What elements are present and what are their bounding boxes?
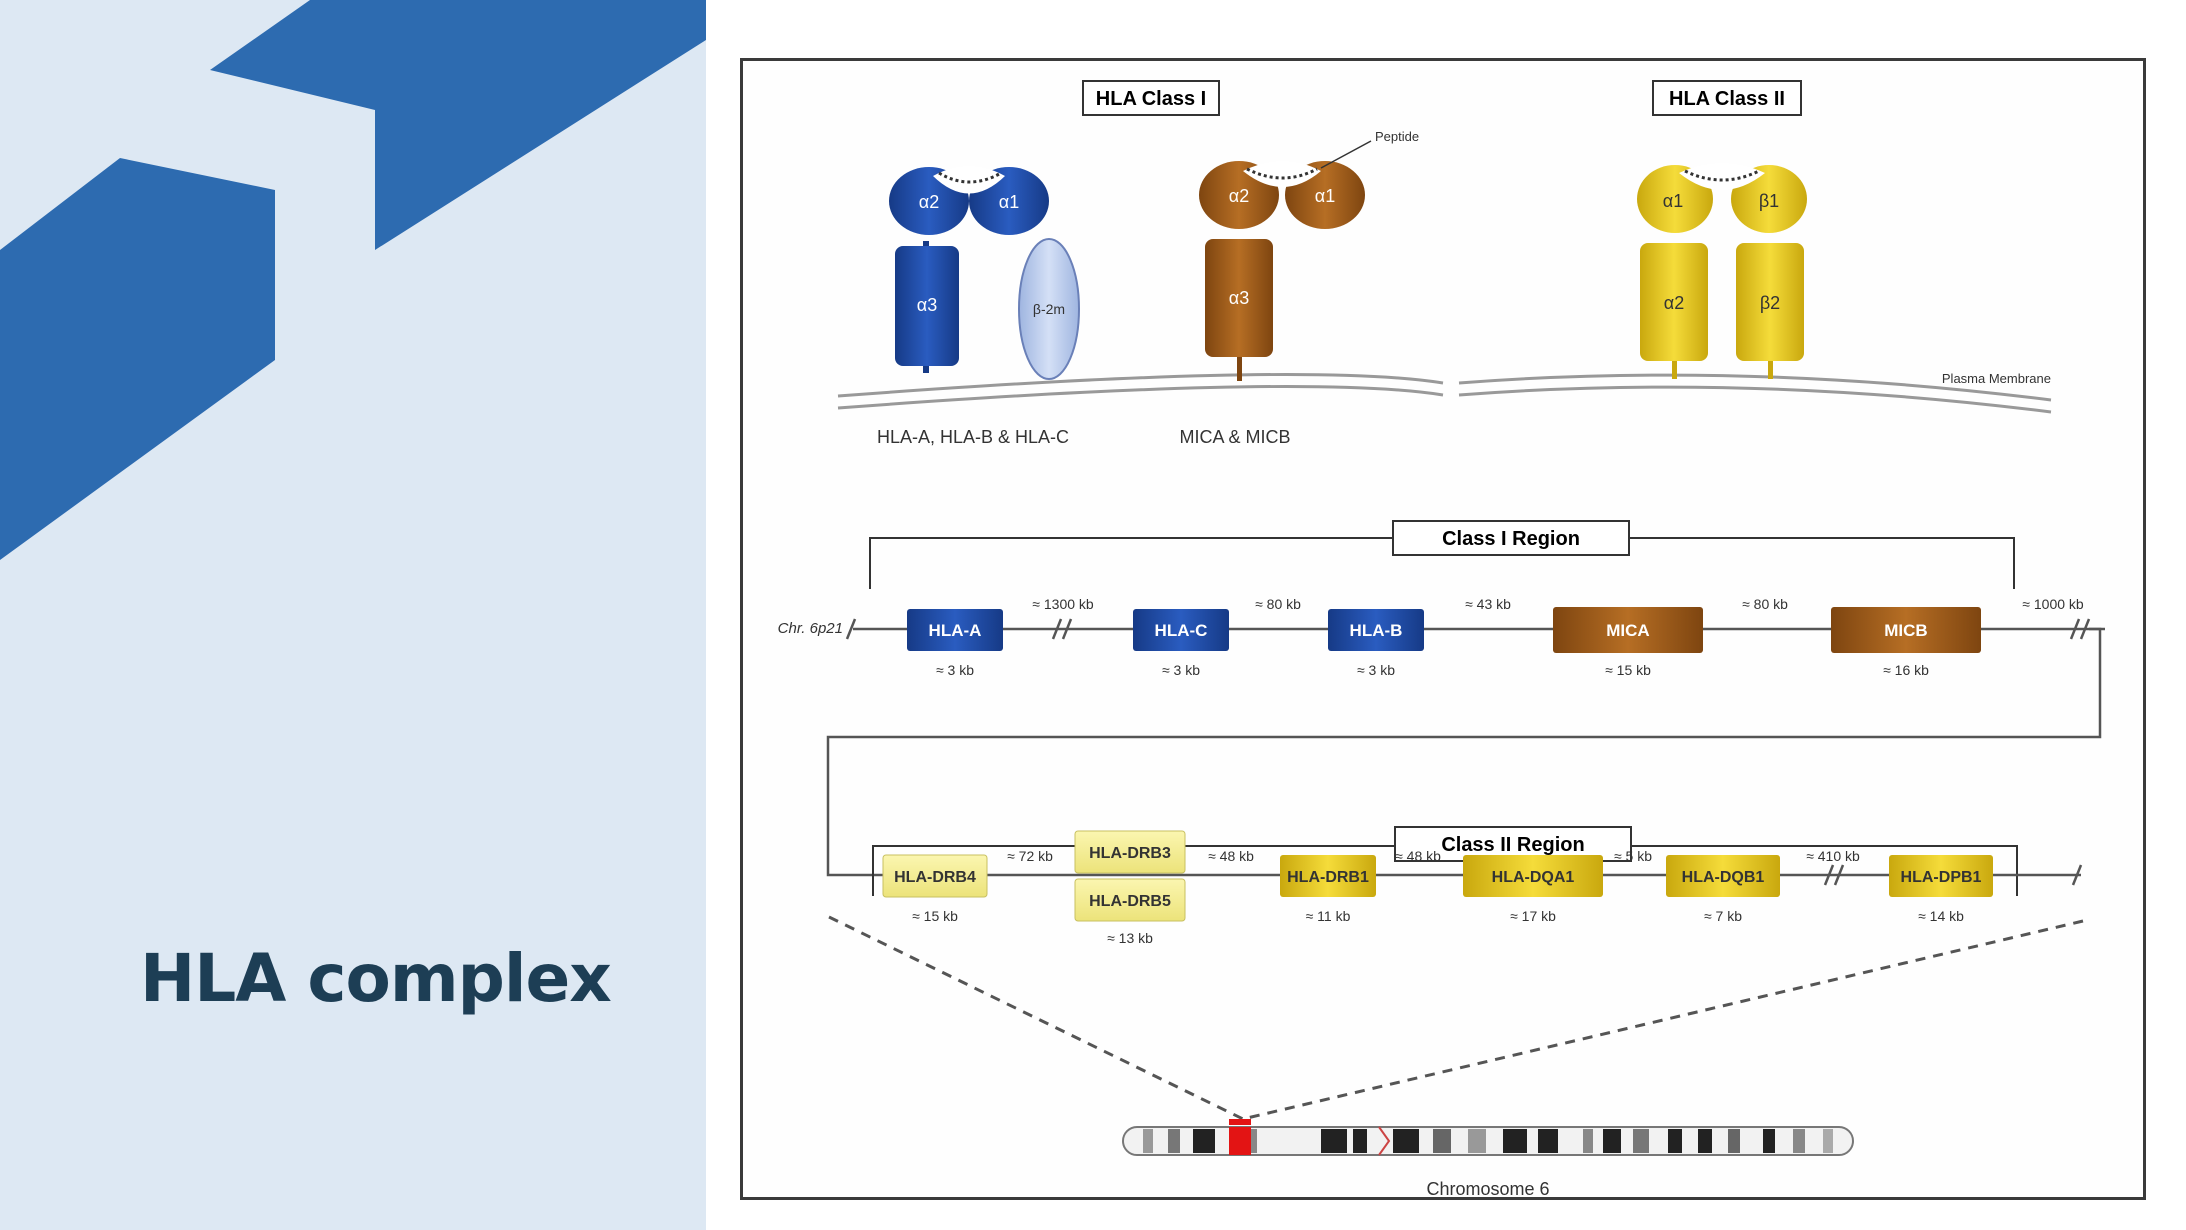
svg-text:≈ 1000 kb: ≈ 1000 kb xyxy=(2022,596,2084,612)
plasma-membrane xyxy=(837,373,2052,414)
svg-text:≈ 3 kb: ≈ 3 kb xyxy=(1357,662,1395,678)
class2-molecule: α1 β1 α2 β2 xyxy=(1637,163,1807,379)
alpha2-label: α2 xyxy=(919,192,939,212)
class2-header-text: HLA Class II xyxy=(1669,88,1785,110)
svg-text:≈ 1300 kb: ≈ 1300 kb xyxy=(1032,596,1094,612)
svg-text:≈ 72 kb: ≈ 72 kb xyxy=(1007,848,1053,864)
mic-alpha3-domain xyxy=(1205,239,1273,357)
svg-text:≈ 15 kb: ≈ 15 kb xyxy=(912,908,958,924)
svg-text:≈ 11 kb: ≈ 11 kb xyxy=(1306,908,1351,924)
svg-text:HLA-DPB1: HLA-DPB1 xyxy=(1901,869,1982,886)
alpha1-label: α1 xyxy=(999,192,1019,212)
alpha3-domain xyxy=(895,246,959,366)
class2-region-label: Class II Region xyxy=(1441,834,1584,856)
class2-beta2-label: β2 xyxy=(1760,293,1780,313)
gene-hla-drb4: HLA-DRB4 ≈ 15 kb xyxy=(882,854,988,924)
svg-text:≈ 48 kb: ≈ 48 kb xyxy=(1395,848,1441,864)
svg-text:HLA-DRB4: HLA-DRB4 xyxy=(894,869,976,886)
svg-text:HLA-B: HLA-B xyxy=(1350,621,1403,640)
svg-text:≈ 13 kb: ≈ 13 kb xyxy=(1107,930,1153,946)
chr-label: Chr. 6p21 xyxy=(778,620,843,637)
mic-molecule: α2 α1 α3 xyxy=(1199,140,1372,381)
svg-text:≈ 17 kb: ≈ 17 kb xyxy=(1510,908,1556,924)
mic-alpha3-label: α3 xyxy=(1229,288,1249,308)
mic-alpha1-label: α1 xyxy=(1315,186,1335,206)
svg-text:HLA-A: HLA-A xyxy=(929,621,982,640)
svg-text:≈ 3 kb: ≈ 3 kb xyxy=(936,662,974,678)
class2-genes: HLA-DRB4 ≈ 15 kb HLA-DRB3 HLA-DRB5 ≈ 13 … xyxy=(882,830,1993,946)
gene-hla-b: HLA-B ≈ 3 kb xyxy=(1328,609,1424,678)
alpha3-label: α3 xyxy=(917,295,937,315)
gene-hla-dqa1: HLA-DQA1 ≈ 17 kb xyxy=(1463,855,1603,924)
class1-genes: HLA-A ≈ 3 kb HLA-C ≈ 3 kb HLA-B ≈ 3 kb M… xyxy=(907,607,1981,678)
svg-text:HLA-DQB1: HLA-DQB1 xyxy=(1682,869,1765,886)
class1-region-bracket: Class I Region xyxy=(869,520,2015,589)
b2m-domain xyxy=(1018,238,1080,380)
hla-abc-molecule: α2 α1 α3 β-2m xyxy=(889,166,1080,380)
svg-text:≈ 80 kb: ≈ 80 kb xyxy=(1255,596,1301,612)
decorative-arrow-shapes xyxy=(0,0,706,560)
mic-alpha2-label: α2 xyxy=(1229,186,1249,206)
class2-beta1-label: β1 xyxy=(1759,191,1779,211)
hla-abc-caption: HLA-A, HLA-B & HLA-C xyxy=(877,427,1069,447)
class2-distances: ≈ 72 kb ≈ 48 kb ≈ 48 kb ≈ 5 kb ≈ 410 kb xyxy=(1007,848,1860,864)
svg-text:≈ 410 kb: ≈ 410 kb xyxy=(1806,848,1860,864)
class1-header-text: HLA Class I xyxy=(1096,88,1206,110)
svg-text:≈ 80 kb: ≈ 80 kb xyxy=(1742,596,1788,612)
svg-text:≈ 15 kb: ≈ 15 kb xyxy=(1605,662,1651,678)
left-panel: HLA complex xyxy=(0,0,706,1230)
svg-text:≈ 7 kb: ≈ 7 kb xyxy=(1704,908,1742,924)
svg-text:MICA: MICA xyxy=(1606,621,1649,640)
svg-text:≈ 48 kb: ≈ 48 kb xyxy=(1208,848,1254,864)
class1-distances: ≈ 1300 kb ≈ 80 kb ≈ 43 kb ≈ 80 kb ≈ 1000… xyxy=(1032,596,2084,612)
svg-text:MICB: MICB xyxy=(1884,621,1927,640)
svg-text:HLA-DRB1: HLA-DRB1 xyxy=(1287,869,1369,886)
gene-hla-drb1: HLA-DRB1 ≈ 11 kb xyxy=(1280,855,1376,924)
svg-text:≈ 43 kb: ≈ 43 kb xyxy=(1465,596,1511,612)
class1-region-label: Class I Region xyxy=(1442,528,1580,550)
class2-alpha1-label: α1 xyxy=(1663,191,1683,211)
svg-text:≈ 5 kb: ≈ 5 kb xyxy=(1614,848,1652,864)
decor-shape-upper xyxy=(210,0,706,250)
gene-hla-drb3: HLA-DRB3 xyxy=(1074,830,1186,874)
gene-hla-drb5: HLA-DRB5 ≈ 13 kb xyxy=(1074,878,1186,946)
svg-text:HLA-DRB3: HLA-DRB3 xyxy=(1089,845,1171,862)
slide-title: HLA complex xyxy=(140,940,612,1017)
class2-header: HLA Class II xyxy=(1652,80,1802,116)
class2-alpha2-domain xyxy=(1640,243,1708,361)
gene-hla-dqb1: HLA-DQB1 ≈ 7 kb xyxy=(1666,855,1780,924)
mic-caption: MICA & MICB xyxy=(1179,427,1290,447)
chromosome-6 xyxy=(1122,1119,1854,1156)
gene-hla-dpb1: HLA-DPB1 ≈ 14 kb xyxy=(1889,855,1993,924)
svg-text:≈ 14 kb: ≈ 14 kb xyxy=(1918,908,1964,924)
svg-text:≈ 16 kb: ≈ 16 kb xyxy=(1883,662,1929,678)
svg-text:HLA-DQA1: HLA-DQA1 xyxy=(1492,869,1575,886)
peptide-label: Peptide xyxy=(1375,129,1419,144)
zoom-lines xyxy=(828,915,2084,1121)
hla-figure: HLA Class I HLA Class II Plasma Membrane… xyxy=(740,58,2146,1200)
svg-text:HLA-DRB5: HLA-DRB5 xyxy=(1089,893,1171,910)
class2-beta2-domain xyxy=(1736,243,1804,361)
decor-shape-lower xyxy=(0,158,275,560)
b2m-label: β-2m xyxy=(1033,301,1065,317)
gene-hla-a: HLA-A ≈ 3 kb xyxy=(907,609,1003,678)
plasma-membrane-label: Plasma Membrane xyxy=(1942,371,2051,386)
class2-alpha2-label: α2 xyxy=(1664,293,1684,313)
class1-header: HLA Class I xyxy=(1082,80,1220,116)
chromosome-label: Chromosome 6 xyxy=(1426,1179,1549,1199)
gene-micb: MICB ≈ 16 kb xyxy=(1831,607,1981,678)
gene-hla-c: HLA-C ≈ 3 kb xyxy=(1133,609,1229,678)
svg-text:HLA-C: HLA-C xyxy=(1155,621,1208,640)
svg-text:≈ 3 kb: ≈ 3 kb xyxy=(1162,662,1200,678)
gene-mica: MICA ≈ 15 kb xyxy=(1553,607,1703,678)
